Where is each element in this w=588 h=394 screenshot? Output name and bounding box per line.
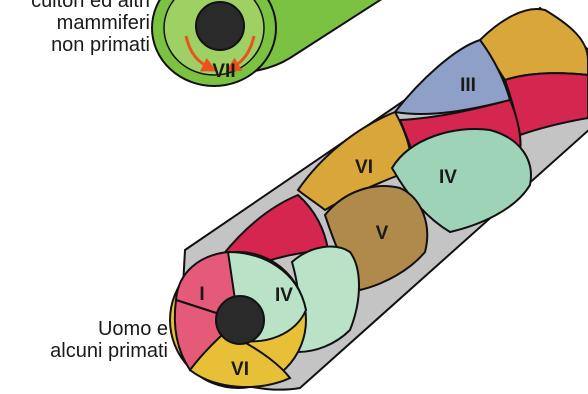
segment-label: VI [355, 157, 373, 178]
tube-lumen [216, 296, 264, 344]
segment-label: I [199, 284, 204, 305]
segment-label: IV [439, 167, 457, 188]
top-tube: VII [152, 0, 388, 86]
segment-label: III [460, 75, 476, 96]
segment-label: IV [275, 285, 293, 306]
segment-label: VII [212, 61, 235, 82]
top-tube-lumen [196, 2, 244, 50]
segment-label: VI [231, 359, 249, 380]
segment-label: V [376, 223, 389, 244]
